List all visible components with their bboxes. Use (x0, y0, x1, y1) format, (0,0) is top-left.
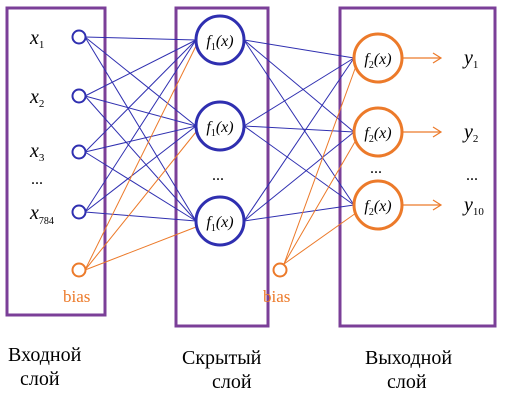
edge-hidden-3-output-2 (243, 131, 355, 222)
hidden-bias-node (272, 262, 288, 278)
hidden-layer-caption: Скрытый слой (182, 346, 292, 394)
edge-input-1-hidden-3 (84, 36, 197, 222)
edge-hidden-1-output-2 (243, 39, 355, 133)
input-node-2 (71, 88, 87, 104)
hidden-neuron-3 (194, 195, 246, 247)
connections (84, 36, 357, 271)
hidden-layer-frame (174, 6, 270, 328)
output-label-y1: y1 (462, 47, 478, 71)
output-nodes-ellipsis: ... (370, 160, 382, 177)
edge-bias-hidden-2 (84, 131, 197, 271)
svg-text:y1: y1 (462, 47, 478, 71)
hidden-neuron-1-label: f1(x) (206, 33, 233, 53)
edge-input-2-hidden-1 (84, 39, 197, 97)
edge-input-1-hidden-2 (84, 36, 197, 127)
svg-text:x1: x1 (29, 27, 44, 51)
hidden-neuron-3-label: f1(x) (206, 214, 233, 234)
input-node-784 (71, 204, 87, 220)
svg-text:y2: y2 (462, 121, 478, 145)
output-neuron-1 (352, 32, 404, 84)
edge-bias-hidden-1 (84, 45, 197, 271)
input-label-x1: x1 (29, 27, 44, 51)
hidden-ellipsis: ... (212, 167, 224, 184)
svg-text:y10: y10 (462, 194, 484, 218)
output-arrow-head-1 (432, 52, 443, 64)
output-arrow-head-3 (432, 199, 443, 211)
output-arrows (402, 52, 443, 211)
output-arrow-head-2 (432, 126, 443, 138)
input-layer-caption-line1: Входной (8, 344, 82, 366)
output-neuron-3-label: f2(x) (364, 198, 391, 218)
edge-input-4-hidden-2 (84, 125, 197, 213)
hidden-layer: f1(x) f1(x) ... f1(x) bias (194, 14, 290, 306)
input-layer: x1 x2 x3 ... x784 bias (29, 27, 90, 306)
input-label-x2: x2 (29, 86, 44, 110)
input-label-x784: x784 (29, 202, 54, 227)
edge-hidden-1-output-3 (243, 39, 355, 206)
output-labels-ellipsis: ... (466, 167, 478, 184)
output-label-y2: y2 (462, 121, 478, 145)
input-label-x3: x3 (29, 140, 45, 164)
output-neuron-2-label: f2(x) (364, 125, 391, 145)
svg-text:x2: x2 (29, 86, 44, 110)
edge-input-3-hidden-1 (84, 39, 197, 153)
edge-input-1-hidden-1 (84, 36, 197, 41)
edge-hidden-3-output-1 (243, 57, 355, 222)
svg-text:x3: x3 (29, 140, 45, 164)
edge-bias-output-2 (283, 139, 357, 265)
edge-input-4-hidden-1 (84, 39, 197, 213)
edge-hidden-2-output-2 (243, 125, 355, 133)
input-layer-caption-line2: слой (20, 368, 60, 390)
input-ellipsis: ... (31, 171, 43, 188)
input-layer-caption: Входной слой (8, 343, 118, 391)
output-neuron-1-label: f2(x) (364, 51, 391, 71)
edge-input-3-hidden-2 (84, 125, 197, 153)
output-neuron-2 (352, 106, 404, 158)
output-neuron-3 (352, 179, 404, 231)
edge-bias-hidden-3 (84, 226, 197, 271)
output-layer-caption: Выходной слой (365, 346, 485, 394)
output-layer-caption-line2: слой (387, 371, 427, 393)
edge-input-3-hidden-3 (84, 151, 197, 222)
hidden-neuron-2-label: f1(x) (206, 119, 233, 139)
output-label-y10: y10 (462, 194, 484, 218)
output-layer: f2(x) f2(x) ... f2(x) y1 y2 ... y10 (352, 32, 484, 231)
svg-text:x784: x784 (29, 202, 54, 227)
input-node-3 (71, 144, 87, 160)
edge-bias-output-1 (283, 65, 357, 265)
edge-input-2-hidden-2 (84, 95, 197, 127)
edge-input-4-hidden-3 (84, 211, 197, 222)
edge-bias-output-3 (283, 212, 357, 265)
edge-hidden-3-output-3 (243, 204, 355, 222)
edge-hidden-1-output-1 (243, 39, 355, 59)
hidden-neuron-2 (194, 100, 246, 152)
hidden-bias-label: bias (263, 287, 290, 306)
input-bias-node (71, 262, 87, 278)
input-bias-label: bias (63, 287, 90, 306)
output-layer-caption-line1: Выходной (365, 347, 453, 369)
input-layer-frame (5, 6, 107, 317)
input-node-1 (71, 29, 87, 45)
hidden-neuron-1 (194, 14, 246, 66)
hidden-layer-caption-line1: Скрытый (182, 347, 262, 369)
edge-hidden-2-output-1 (243, 57, 355, 127)
hidden-layer-caption-line2: слой (212, 371, 252, 393)
edge-hidden-2-output-3 (243, 125, 355, 206)
